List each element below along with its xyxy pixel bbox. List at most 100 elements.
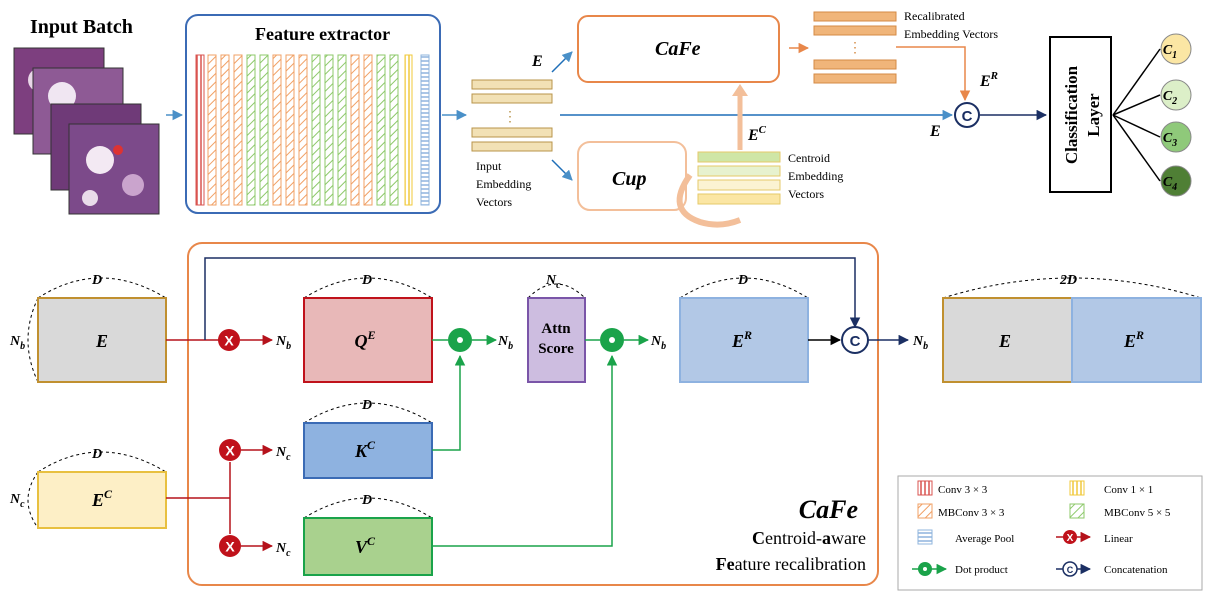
dim-d-q: D: [361, 273, 372, 288]
input-emb-line3: Vectors: [476, 195, 512, 209]
class-output-edge: [1112, 48, 1161, 116]
output-er-label: ER: [1123, 328, 1144, 351]
class-output-label: C2: [1163, 89, 1177, 107]
legend-mbconv55: MBConv 5 × 5: [1069, 503, 1171, 519]
concat-icon-top: [954, 102, 980, 128]
class-output-label: C3: [1163, 131, 1177, 149]
feature-extractor-title: Feature extractor: [255, 24, 390, 44]
svg-text:Concatenation: Concatenation: [1104, 564, 1168, 576]
svg-text:⋮: ⋮: [848, 41, 862, 56]
class-output-edge: [1112, 114, 1161, 138]
input-emb-line2: Embedding: [476, 177, 531, 191]
qe-matrix-label: QE: [354, 328, 375, 351]
ec-matrix-label: EC: [91, 487, 113, 510]
dim-nc-k: Nc: [275, 445, 291, 463]
svg-text:MBConv 5 × 5: MBConv 5 × 5: [1104, 507, 1171, 519]
legend-dot: Dot product: [912, 562, 1008, 576]
centroid-line1: Centroid: [788, 151, 830, 165]
input-embedding-vectors: ⋮: [471, 79, 553, 152]
vc-matrix-label: VC: [355, 534, 376, 557]
dim-nb-out: Nb: [912, 334, 928, 352]
svg-text:Conv 3 × 3: Conv 3 × 3: [938, 484, 988, 496]
e-label-right: E: [929, 123, 941, 140]
output-e-label: E: [998, 331, 1011, 351]
recalibrated-embedding-vectors: ⋮: [813, 11, 897, 84]
input-emb-line1: Input: [476, 159, 502, 173]
linear-icon-v: [219, 535, 241, 557]
dim-nb-q: Nb: [275, 334, 291, 352]
dim-nc-v: Nc: [275, 541, 291, 559]
dim-nb-er: Nb: [650, 334, 666, 352]
svg-text:Linear: Linear: [1104, 533, 1133, 545]
class-output-label: C4: [1163, 175, 1177, 193]
cafe-module-box: [577, 15, 780, 83]
classification-layer-box: [1049, 36, 1112, 193]
recal-line2: Embedding Vectors: [904, 27, 998, 41]
dim-nb-attn: Nb: [497, 334, 513, 352]
dim-d-v: D: [361, 493, 372, 508]
histology-image-stack: [13, 47, 160, 215]
class-output-edge: [1112, 94, 1161, 116]
legend-concat: C Concatenation: [1056, 561, 1168, 577]
dim-d-e: D: [91, 273, 102, 288]
svg-text:C: C: [962, 108, 973, 125]
legend-conv11: Conv 1 × 1: [1069, 480, 1153, 496]
svg-text:C: C: [850, 333, 861, 350]
attn-score-matrix: [527, 297, 586, 383]
linear-icon-q: [218, 329, 240, 351]
svg-text:Dot product: Dot product: [955, 564, 1008, 576]
er-matrix-label: ER: [731, 328, 752, 351]
svg-text:C: C: [1067, 565, 1074, 575]
dim-d-er: D: [737, 273, 748, 288]
class-output-node: [1160, 33, 1192, 65]
legend-avgpool: Average Pool: [917, 529, 1014, 545]
qe-matrix: [303, 297, 433, 383]
svg-text:X: X: [225, 443, 235, 459]
svg-text:Conv 1 × 1: Conv 1 × 1: [1104, 484, 1153, 496]
vc-matrix: [303, 517, 433, 576]
output-er-matrix: [1071, 297, 1202, 383]
cafe-detail-title: CaFe: [799, 495, 858, 524]
svg-text:MBConv 3 × 3: MBConv 3 × 3: [938, 507, 1005, 519]
svg-text:X: X: [1067, 533, 1074, 544]
class-output-node: [1160, 121, 1192, 153]
dim-nc-attn: Nc: [545, 273, 561, 291]
output-e-matrix: [942, 297, 1073, 383]
dim-nb-e: Nb: [9, 334, 25, 352]
legend-mbconv33: MBConv 3 × 3: [917, 503, 1005, 519]
class-output-label: C1: [1163, 43, 1177, 61]
class-output-node: [1160, 165, 1192, 197]
svg-text:Average Pool: Average Pool: [955, 533, 1014, 545]
svg-text:⋮: ⋮: [503, 110, 517, 125]
ec-matrix: [37, 471, 167, 529]
dim-d-ec: D: [91, 447, 102, 462]
e-matrix: [37, 297, 167, 383]
kc-matrix-label: KC: [354, 438, 376, 461]
cafe-detail-sub1: Centroid-aware: [752, 528, 866, 548]
centroid-embedding-vectors: [697, 151, 781, 205]
dim-d-k: D: [361, 398, 372, 413]
e-label-top: E: [531, 53, 543, 70]
svg-text:X: X: [224, 333, 234, 349]
er-matrix: [679, 297, 809, 383]
linear-icon-k: [219, 439, 241, 461]
cafe-detail-box: [187, 242, 879, 586]
legend-linear: X Linear: [1056, 530, 1133, 545]
cafe-detail-sub2: Feature recalibration: [716, 554, 866, 574]
classification-line1: Classification: [1062, 65, 1081, 164]
cafe-module-label: CaFe: [655, 38, 701, 60]
class-output-node: [1160, 79, 1192, 111]
e-matrix-label: E: [95, 331, 108, 351]
legend-box: [897, 475, 1203, 591]
ec-label-top: EC: [747, 124, 767, 144]
centroid-line3: Vectors: [788, 187, 824, 201]
cup-module-label: Cup: [612, 168, 646, 190]
dim-nc-ec: Nc: [9, 492, 25, 510]
feature-extractor-layers: [195, 54, 430, 206]
legend-conv33: Conv 3 × 3: [917, 480, 988, 496]
input-batch-title: Input Batch: [30, 16, 133, 38]
kc-matrix: [303, 422, 433, 479]
attn-line1: Attn: [541, 321, 571, 337]
